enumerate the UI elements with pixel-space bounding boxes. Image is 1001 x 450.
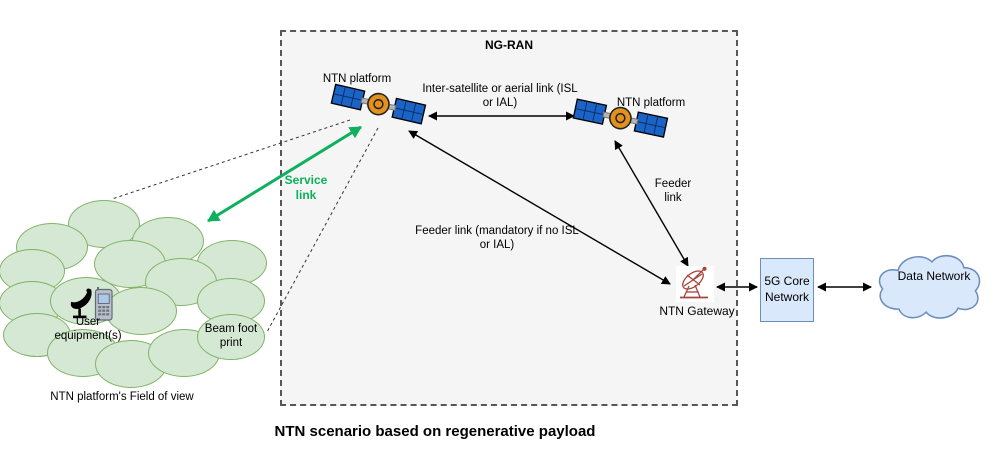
left-platform-label: NTN platform bbox=[322, 73, 392, 85]
5g-core-network-box: 5G Core Network bbox=[760, 258, 814, 322]
isl-link-label: Inter-satellite or aerial link (ISL or I… bbox=[422, 83, 578, 110]
ntn-gateway-icon bbox=[676, 266, 714, 302]
beam-ellipse bbox=[197, 314, 265, 360]
data-network-label: Data Network bbox=[897, 269, 971, 283]
satellite-dish-icon bbox=[68, 288, 94, 325]
right-ntn-platform-satellite-icon bbox=[569, 90, 671, 149]
data-network-cloud bbox=[872, 247, 988, 327]
service-link-label: Service link bbox=[284, 173, 328, 202]
ntn-gateway-label: NTN Gateway bbox=[659, 304, 735, 318]
diagram-caption: NTN scenario based on regenerative paylo… bbox=[274, 423, 596, 440]
right-platform-label: NTN platform bbox=[616, 97, 686, 109]
5g-core-network-label: 5G Core Network bbox=[764, 274, 810, 304]
field-of-view-label: NTN platform's Field of view bbox=[50, 391, 194, 403]
feeder-link-label: Feeder link bbox=[654, 178, 692, 205]
user-equipment-label: User equipment(s) bbox=[54, 316, 122, 343]
beam-footprint-label: Beam foot print bbox=[204, 323, 258, 350]
feeder-mandatory-label: Feeder link (mandatory if no ISL or IAL) bbox=[415, 225, 579, 252]
beam-ellipse bbox=[105, 287, 177, 335]
left-ntn-platform-satellite-icon bbox=[327, 76, 430, 137]
ngran-label: NG-RAN bbox=[485, 38, 533, 52]
mobile-phone-icon bbox=[94, 287, 114, 327]
